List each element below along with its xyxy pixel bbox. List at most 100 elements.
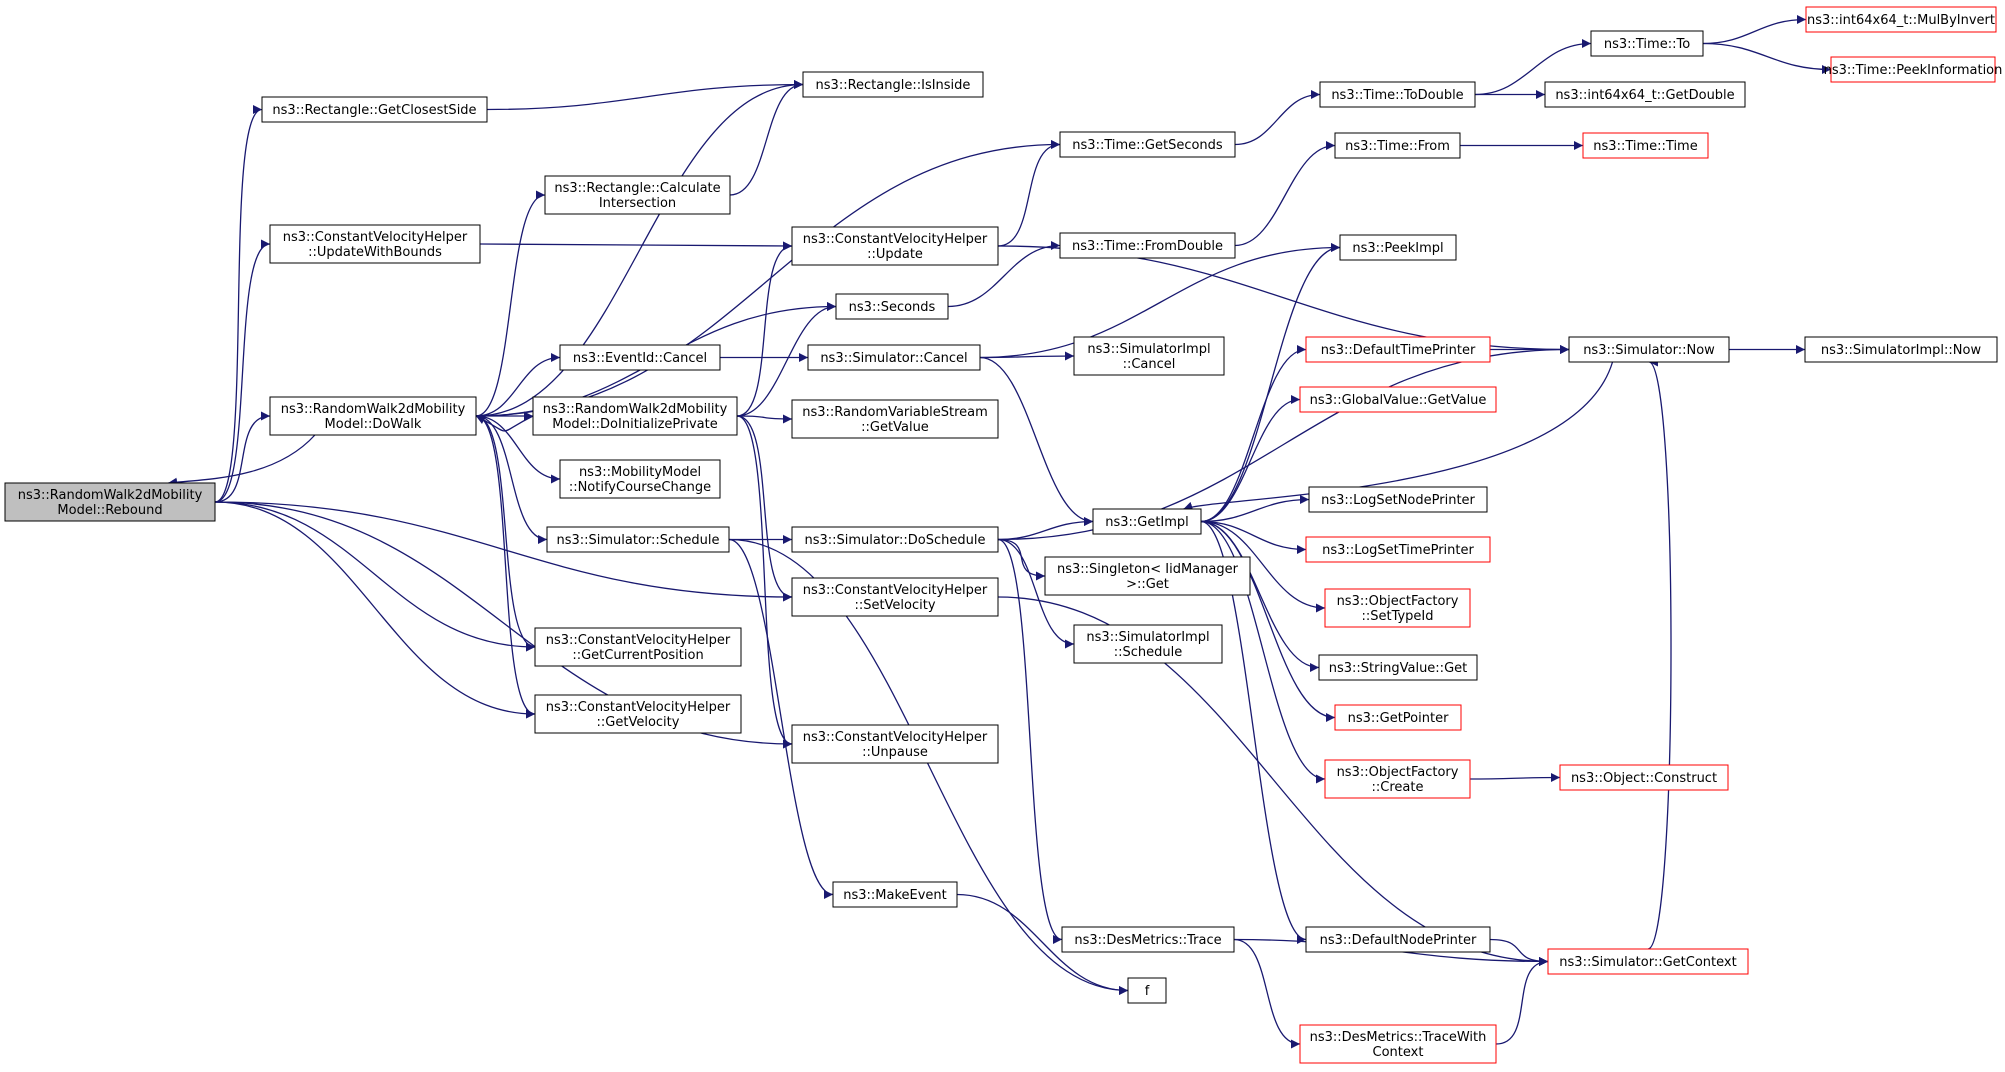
graph-node-n48[interactable]: ns3::Simulator::GetContext bbox=[1547, 948, 1749, 975]
edge-n13-to-n23 bbox=[1200, 520, 1307, 944]
graph-node-n23[interactable]: ns3::DefaultNodePrinter bbox=[1305, 926, 1491, 953]
edge-n0-to-n1 bbox=[214, 105, 263, 503]
node-box bbox=[1324, 588, 1471, 628]
node-label-line: ns3::Simulator::Cancel bbox=[820, 351, 967, 366]
graph-node-n24[interactable]: ns3::PeekImpl bbox=[1339, 234, 1457, 261]
edge-n25-to-n0 bbox=[168, 434, 316, 487]
graph-node-n18[interactable]: ns3::ObjectFactory::SetTypeId bbox=[1324, 588, 1471, 628]
node-label-line: ns3::PeekImpl bbox=[1352, 241, 1443, 256]
node-box bbox=[534, 627, 742, 667]
graph-node-n10[interactable]: ns3::int64x64_t::GetDouble bbox=[1544, 81, 1746, 108]
node-box bbox=[1305, 336, 1491, 363]
node-label-line: ns3::RandomWalk2dMobility bbox=[543, 402, 728, 417]
graph-node-n45[interactable]: ns3::MakeEvent bbox=[832, 881, 958, 908]
edge-n25-to-n36 bbox=[475, 415, 561, 484]
node-box bbox=[1582, 132, 1709, 159]
node-label-line: ::GetValue bbox=[861, 420, 929, 435]
edge-n7-to-n8 bbox=[1702, 15, 1807, 45]
node-box bbox=[534, 694, 742, 734]
node-label-line: ns3::GetImpl bbox=[1105, 515, 1189, 530]
graph-node-n4[interactable]: ns3::ConstantVelocityHelper::Update bbox=[791, 226, 999, 266]
graph-node-n37[interactable]: ns3::Simulator::Schedule bbox=[546, 526, 730, 553]
node-box bbox=[1590, 30, 1704, 57]
graph-node-n21[interactable]: ns3::ObjectFactory::Create bbox=[1324, 759, 1471, 799]
graph-node-n6[interactable]: ns3::Time::ToDouble bbox=[1319, 81, 1476, 108]
graph-node-n13[interactable]: ns3::GetImpl bbox=[1092, 508, 1202, 535]
graph-node-n14[interactable]: ns3::DefaultTimePrinter bbox=[1305, 336, 1491, 363]
graph-node-n11[interactable]: ns3::Simulator::Now bbox=[1568, 336, 1730, 363]
graph-node-n31[interactable]: ns3::EventId::Cancel bbox=[559, 344, 721, 371]
graph-node-n17[interactable]: ns3::LogSetTimePrinter bbox=[1305, 536, 1491, 563]
node-box bbox=[1305, 926, 1491, 953]
edge-n7-to-n9 bbox=[1702, 42, 1832, 74]
node-box bbox=[1544, 81, 1746, 108]
node-label-line: f bbox=[1145, 984, 1150, 999]
node-label-line: ns3::MobilityModel bbox=[579, 465, 701, 480]
graph-node-n9[interactable]: ns3::Time::PeekInformation bbox=[1824, 56, 2003, 83]
node-box bbox=[559, 344, 721, 371]
graph-node-n33[interactable]: ns3::SimulatorImpl::Cancel bbox=[1073, 336, 1225, 376]
node-label-line: ns3::Simulator::GetContext bbox=[1559, 955, 1736, 970]
graph-node-n8[interactable]: ns3::int64x64_t::MulByInvert bbox=[1805, 6, 1997, 33]
node-box bbox=[802, 71, 984, 98]
node-label-line: ::Schedule bbox=[1114, 645, 1183, 660]
graph-node-n22[interactable]: ns3::Object::Construct bbox=[1559, 764, 1729, 791]
graph-node-n7[interactable]: ns3::Time::To bbox=[1590, 30, 1704, 57]
graph-node-n44[interactable]: ns3::ConstantVelocityHelper::Unpause bbox=[791, 724, 999, 764]
node-box bbox=[546, 526, 730, 553]
graph-node-n46[interactable]: ns3::DesMetrics::Trace bbox=[1061, 926, 1235, 953]
edge-n28-to-n29 bbox=[1234, 141, 1336, 247]
node-box bbox=[807, 344, 981, 371]
node-label-line: ns3::ConstantVelocityHelper bbox=[283, 230, 468, 245]
edge-n46-to-n49 bbox=[1233, 938, 1301, 1049]
node-box bbox=[832, 881, 958, 908]
edge-n0-to-n3 bbox=[214, 239, 271, 503]
node-label-line: ::NotifyCourseChange bbox=[569, 480, 711, 495]
node-label-line: ns3::RandomVariableStream bbox=[802, 405, 988, 420]
graph-node-n20[interactable]: ns3::GetPointer bbox=[1334, 704, 1462, 731]
graph-node-n19[interactable]: ns3::StringValue::Get bbox=[1318, 654, 1478, 681]
node-label-line: Model::DoWalk bbox=[325, 417, 422, 432]
edge-n25-to-n31 bbox=[475, 353, 561, 417]
graph-node-n28[interactable]: ns3::Time::FromDouble bbox=[1059, 232, 1236, 259]
node-label-line: ns3::DesMetrics::TraceWith bbox=[1310, 1030, 1487, 1045]
graph-node-n12[interactable]: ns3::SimulatorImpl::Now bbox=[1804, 336, 1998, 363]
graph-node-n1[interactable]: ns3::Rectangle::GetClosestSide bbox=[261, 96, 488, 123]
node-label-line: ns3::ConstantVelocityHelper bbox=[803, 730, 988, 745]
graph-node-n30[interactable]: ns3::Time::Time bbox=[1582, 132, 1709, 159]
graph-node-n41[interactable]: ns3::ConstantVelocityHelper::SetVelocity bbox=[791, 577, 999, 617]
edge-n34-to-n35 bbox=[736, 414, 793, 424]
graph-node-n27[interactable]: ns3::Seconds bbox=[835, 293, 949, 320]
graph-node-n36[interactable]: ns3::MobilityModel::NotifyCourseChange bbox=[559, 459, 721, 499]
graph-node-n32[interactable]: ns3::Simulator::Cancel bbox=[807, 344, 981, 371]
graph-node-n40[interactable]: ns3::SimulatorImpl::Schedule bbox=[1073, 624, 1223, 664]
graph-node-n3[interactable]: ns3::ConstantVelocityHelper::UpdateWithB… bbox=[269, 224, 481, 264]
node-label-line: ::Unpause bbox=[862, 745, 928, 760]
node-box bbox=[1339, 234, 1457, 261]
graph-node-n47[interactable]: f bbox=[1127, 977, 1167, 1004]
graph-node-n15[interactable]: ns3::GlobalValue::GetValue bbox=[1299, 386, 1497, 413]
graph-node-n2[interactable]: ns3::Rectangle::IsInside bbox=[802, 71, 984, 98]
graph-node-n38[interactable]: ns3::Simulator::DoSchedule bbox=[791, 526, 999, 553]
node-label-line: ns3::Time::GetSeconds bbox=[1072, 138, 1223, 153]
edge-n3-to-n4 bbox=[479, 241, 793, 251]
node-label-line: ::SetVelocity bbox=[854, 598, 935, 613]
node-label-line: ::Update bbox=[867, 247, 923, 262]
graph-node-n43[interactable]: ns3::ConstantVelocityHelper::GetVelocity bbox=[534, 694, 742, 734]
graph-node-n35[interactable]: ns3::RandomVariableStream::GetValue bbox=[791, 399, 999, 439]
graph-node-n42[interactable]: ns3::ConstantVelocityHelper::GetCurrentP… bbox=[534, 627, 742, 667]
graph-node-n5[interactable]: ns3::Time::GetSeconds bbox=[1059, 131, 1236, 158]
edge-n25-to-n42 bbox=[475, 415, 536, 652]
node-label-line: ::GetVelocity bbox=[597, 715, 680, 730]
edge-n6-to-n7 bbox=[1474, 39, 1592, 96]
graph-node-n16[interactable]: ns3::LogSetNodePrinter bbox=[1308, 486, 1488, 513]
graph-node-n29[interactable]: ns3::Time::From bbox=[1334, 132, 1461, 159]
graph-node-n39[interactable]: ns3::Singleton< IidManager >::Get bbox=[1044, 556, 1251, 596]
graph-node-n34[interactable]: ns3::RandomWalk2dMobilityModel::DoInitia… bbox=[532, 396, 738, 436]
node-box bbox=[791, 577, 999, 617]
node-label-line: Context bbox=[1373, 1045, 1424, 1060]
